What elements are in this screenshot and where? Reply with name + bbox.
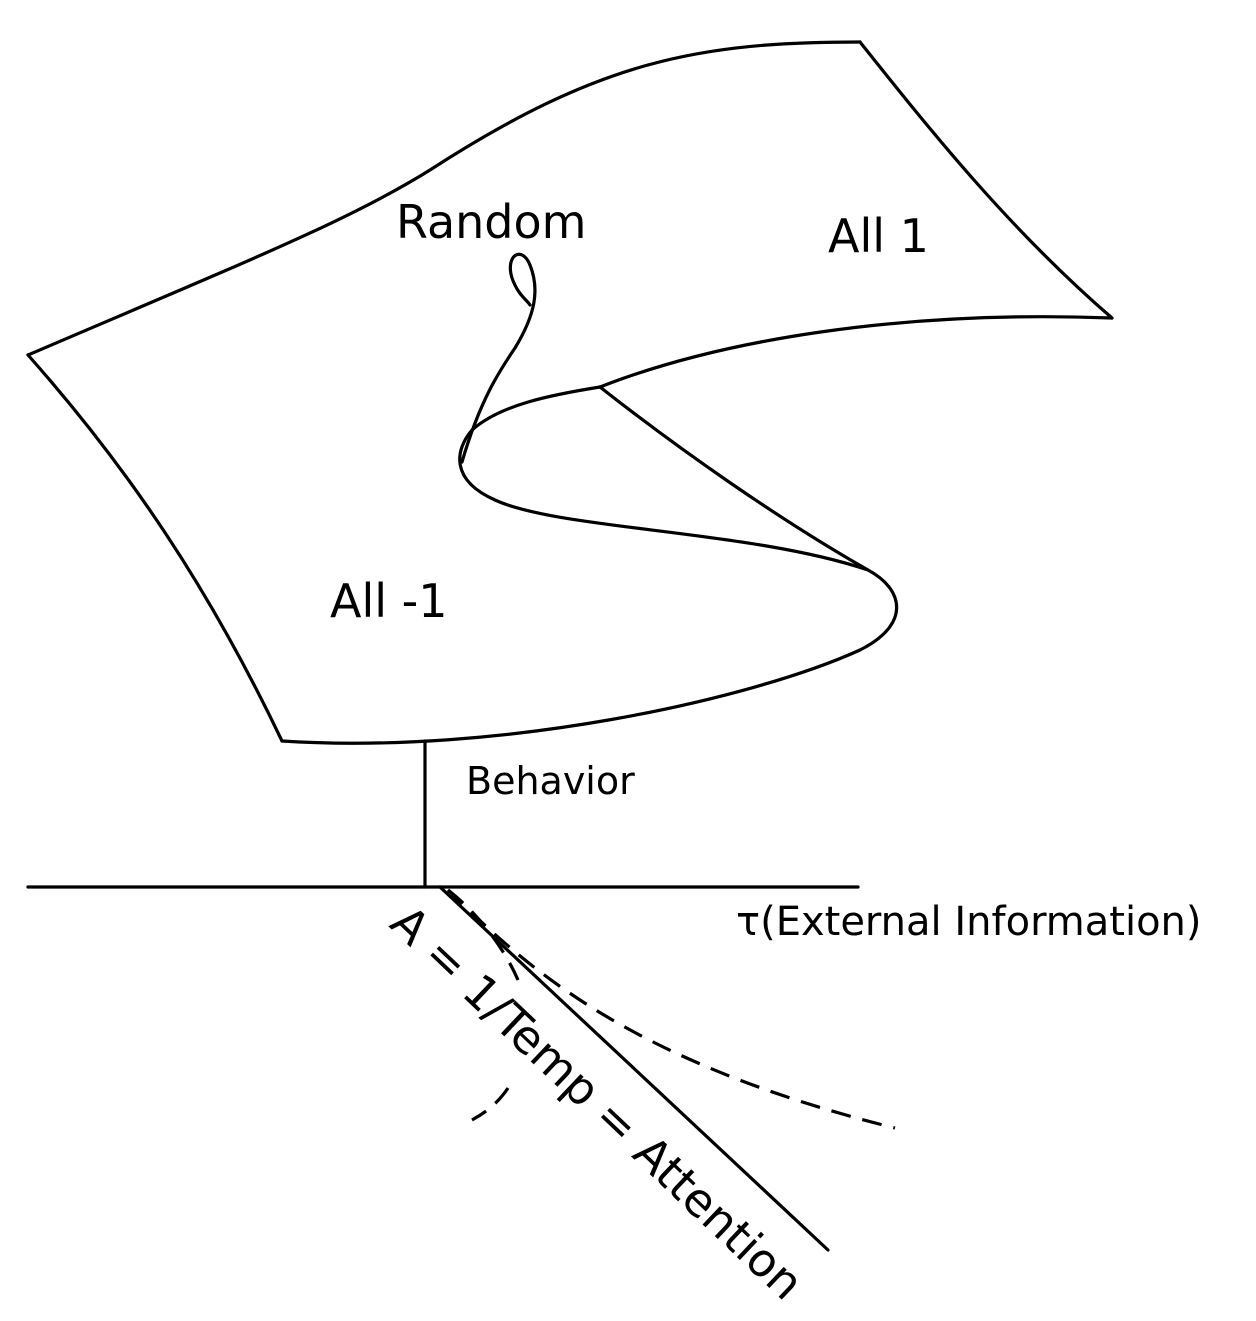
- bifurcation-curve-left: [447, 888, 520, 981]
- surface-lower-fold: [458, 385, 899, 652]
- label-attention-axis: A = 1/Temp = Attention: [380, 895, 814, 1310]
- surface-right-edge: [858, 40, 1114, 320]
- attention-axis: [438, 885, 830, 1252]
- bifurcation-curve-left-tail: [471, 1087, 510, 1122]
- label-tau-axis: τ(External Information): [736, 899, 1202, 945]
- label-all-neg: All -1: [330, 574, 448, 628]
- surface-top-edge: [26, 40, 862, 357]
- behavior-surface: [26, 40, 1114, 745]
- label-behavior: Behavior: [466, 759, 635, 803]
- label-random: Random: [396, 195, 586, 249]
- surface-bottom-edge: [280, 648, 862, 745]
- surface-left-edge: [26, 353, 284, 743]
- surface-random-curl: [460, 252, 537, 464]
- label-all-pos: All 1: [828, 209, 929, 263]
- surface-upper-sheet-edge: [598, 315, 1114, 389]
- surface-fold-crease: [598, 385, 870, 572]
